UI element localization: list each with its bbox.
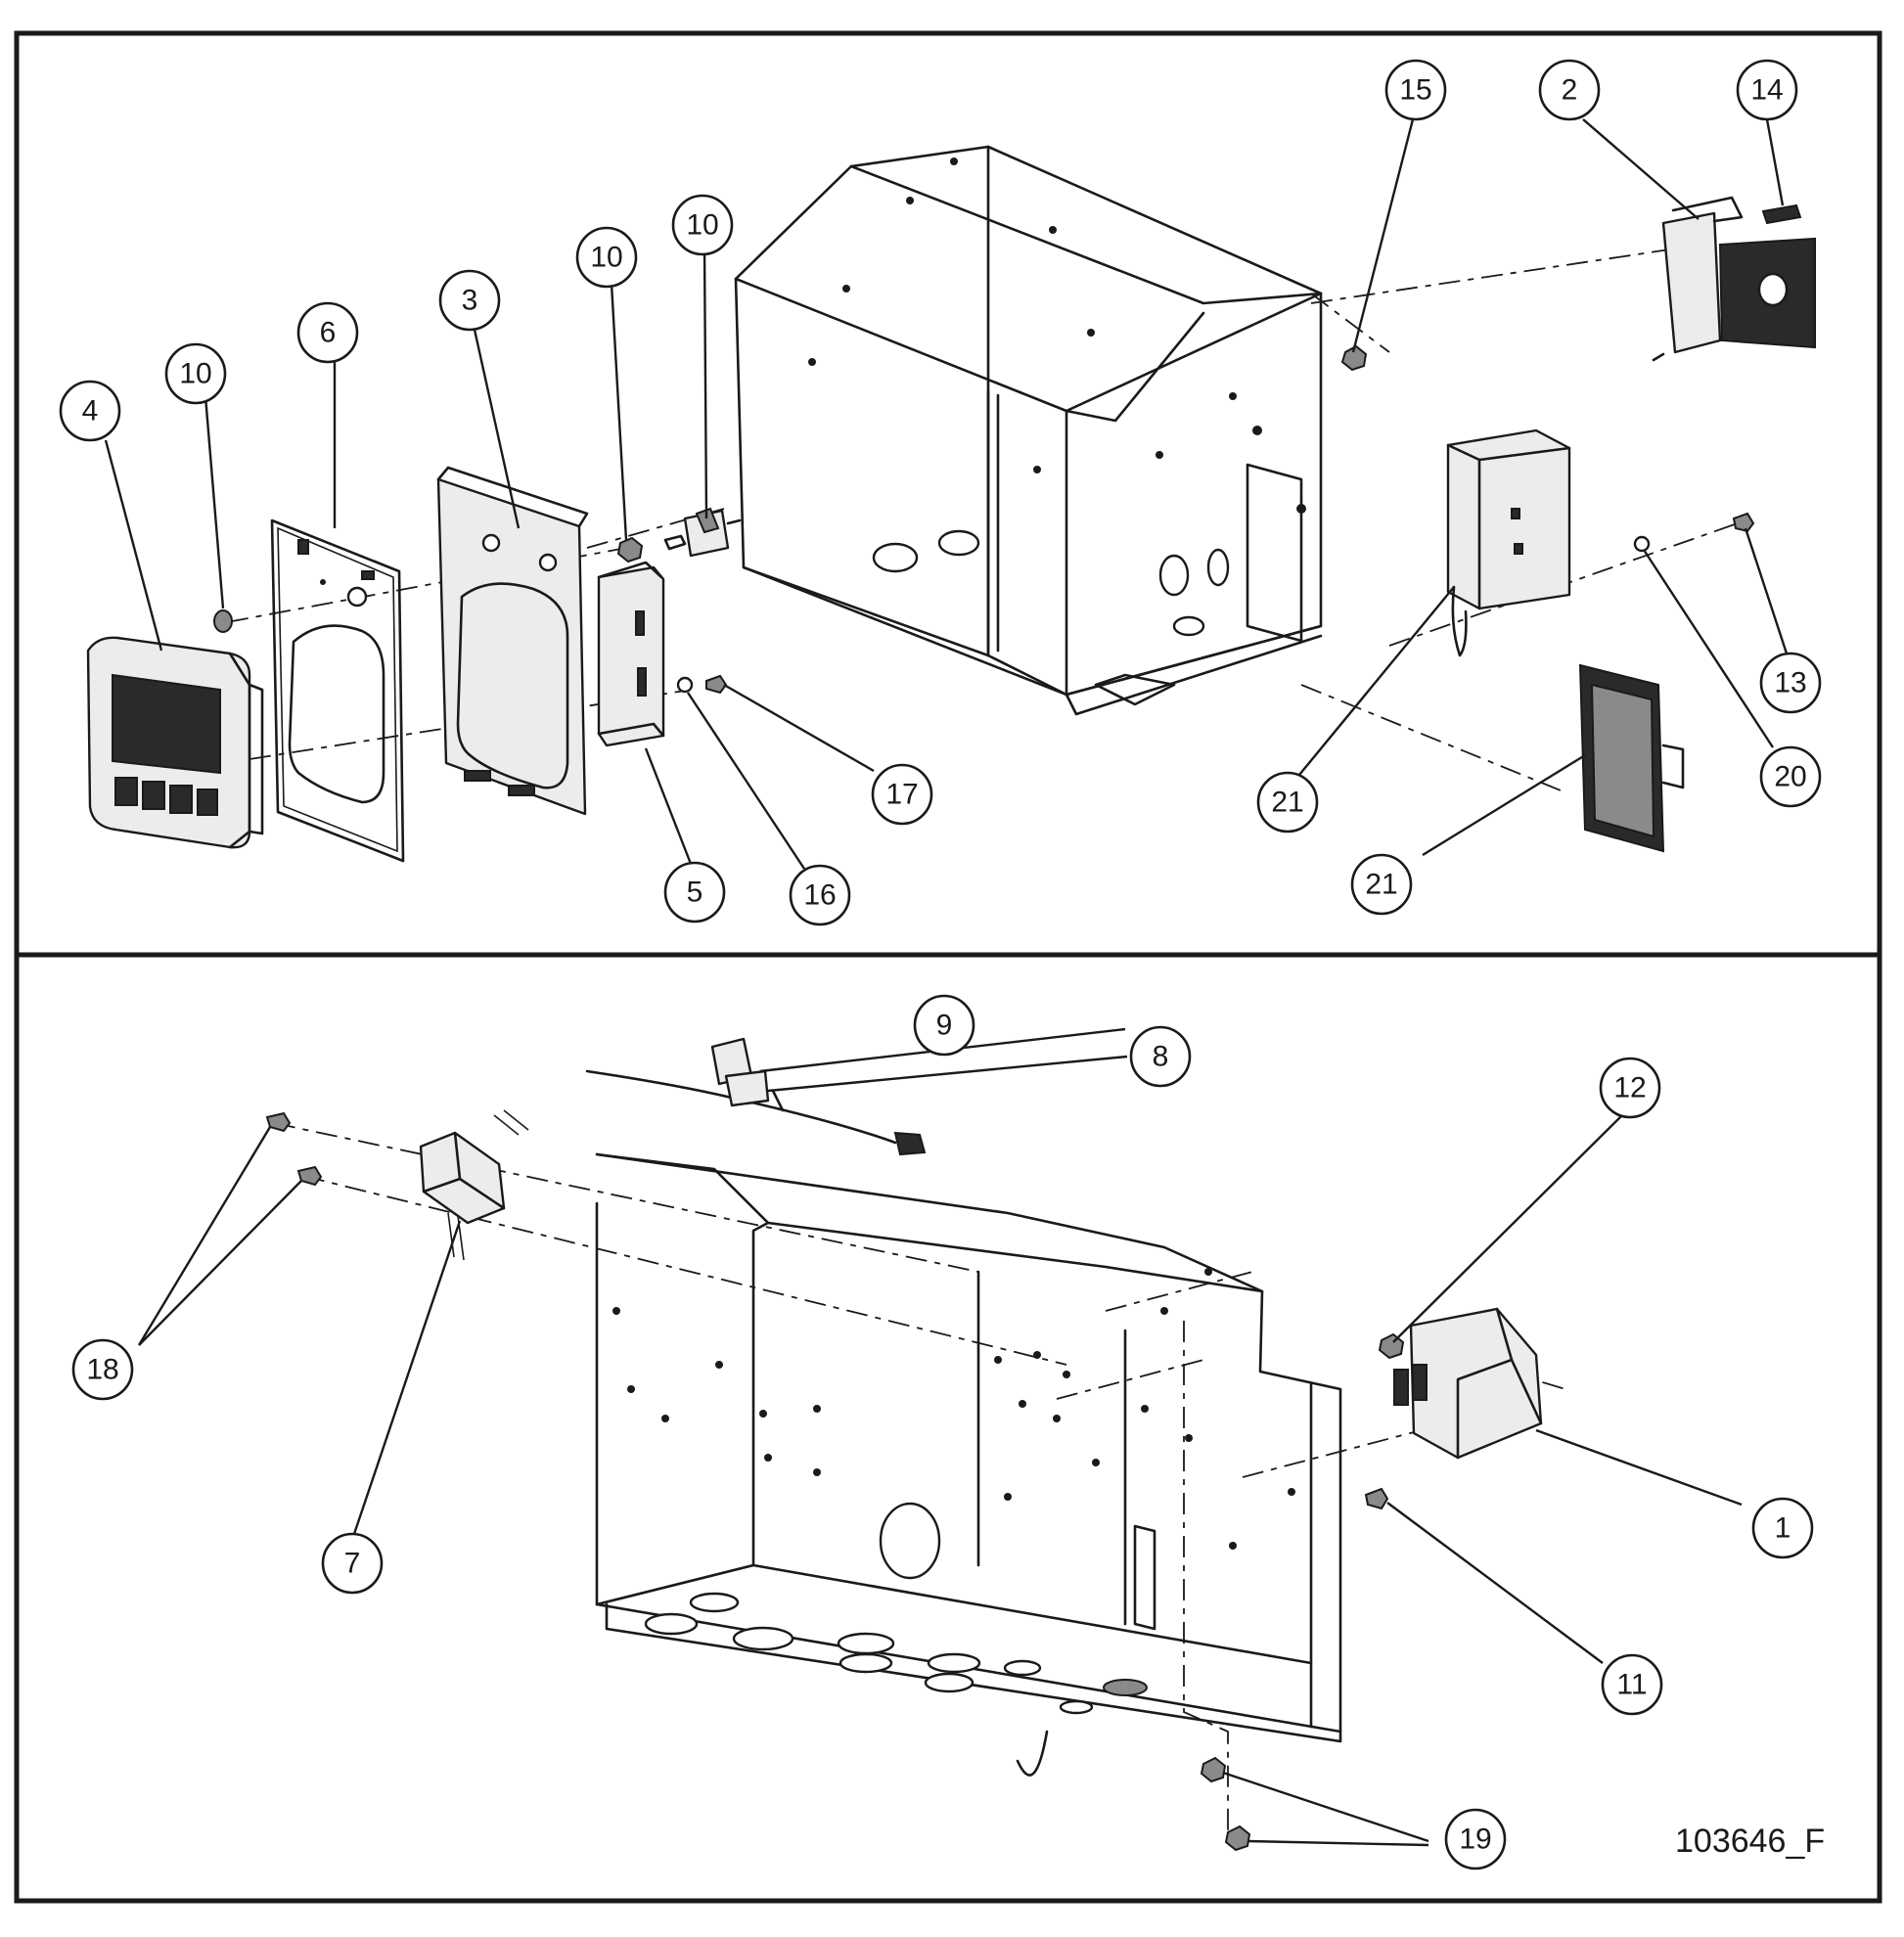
rotary-switch-part (1652, 196, 1816, 362)
callout-label: 11 (1616, 1669, 1647, 1701)
callout-label: 10 (179, 358, 211, 390)
callout-18: 18 (71, 1338, 134, 1401)
callout-15: 15 (1384, 59, 1447, 121)
callout-label: 8 (1153, 1041, 1169, 1073)
gasket-part (270, 518, 405, 863)
document-number: 103646_F (1675, 1823, 1825, 1860)
screw-part-14 (1761, 203, 1802, 225)
display-controller-part (86, 636, 264, 849)
screw-part-11 (1364, 1487, 1389, 1510)
nut-part-19a (1200, 1756, 1227, 1783)
bottom-enclosure-box (595, 1152, 1342, 1777)
callout-label: 2 (1562, 74, 1578, 107)
callout-21a: 21 (1256, 771, 1319, 833)
top-enclosure-box (734, 145, 1323, 716)
callout-label: 10 (686, 209, 718, 242)
callout-label: 10 (590, 242, 622, 274)
nut-part-15 (1340, 344, 1368, 372)
callout-label: 21 (1271, 787, 1303, 819)
callout-14: 14 (1736, 59, 1798, 121)
callout-5: 5 (663, 861, 726, 923)
screw-part-13 (1732, 512, 1755, 533)
callout-label: 7 (344, 1548, 361, 1580)
callout-16: 16 (789, 864, 851, 926)
bottom-assembly-lines (273, 1122, 1566, 1849)
callout-10b: 10 (575, 226, 638, 289)
callout-label: 15 (1399, 74, 1431, 107)
callout-label: 12 (1613, 1072, 1646, 1104)
washer-part-20 (1633, 535, 1651, 553)
callout-9: 9 (913, 994, 975, 1057)
callout-label: 4 (82, 395, 99, 428)
relay-box-part (1446, 428, 1571, 657)
screw-part-18a (265, 1111, 292, 1133)
nut-part-19b (1224, 1824, 1251, 1852)
bezel-plate-part (436, 466, 589, 816)
switch-part-1 (1393, 1307, 1543, 1460)
callout-label: 6 (320, 317, 337, 349)
callout-label: 1 (1775, 1512, 1791, 1545)
mounting-bracket-part (597, 561, 665, 747)
callout-17: 17 (871, 763, 933, 826)
callout-7: 7 (321, 1532, 384, 1595)
callout-label: 21 (1365, 869, 1397, 901)
screw-part-17 (705, 674, 728, 695)
callout-label: 5 (687, 877, 703, 909)
callout-label: 9 (936, 1010, 953, 1042)
sensor-wire-part (585, 1037, 927, 1156)
callout-2: 2 (1538, 59, 1601, 121)
relay-part-7 (419, 1109, 529, 1261)
callout-label: 20 (1774, 761, 1806, 793)
terminal-block-part (1578, 663, 1685, 853)
callout-19: 19 (1444, 1808, 1507, 1870)
callout-1: 1 (1751, 1497, 1814, 1559)
nut-part-12 (1378, 1332, 1405, 1360)
washer-part-16 (676, 676, 694, 694)
callout-20: 20 (1759, 745, 1822, 808)
callout-21b: 21 (1350, 853, 1413, 916)
callout-label: 13 (1774, 667, 1806, 699)
callout-3: 3 (438, 269, 501, 332)
callout-11: 11 (1601, 1653, 1663, 1716)
callout-label: 19 (1459, 1824, 1491, 1856)
callout-label: 17 (885, 779, 918, 811)
callout-label: 18 (86, 1354, 118, 1386)
callout-10c: 10 (671, 194, 734, 256)
washer-part-10a (213, 609, 233, 633)
callout-8: 8 (1129, 1025, 1192, 1088)
callout-6: 6 (296, 301, 359, 364)
callout-10a: 10 (164, 342, 227, 405)
callout-4: 4 (59, 380, 121, 442)
leader-lines (104, 118, 1789, 1847)
callout-12: 12 (1599, 1057, 1661, 1119)
callout-13: 13 (1759, 652, 1822, 714)
callout-label: 14 (1750, 74, 1783, 107)
nut-part-10b (616, 536, 644, 563)
callout-label: 3 (462, 285, 478, 317)
bottom-panel-frame (14, 952, 1882, 1904)
toggle-switch-part (663, 507, 742, 558)
screw-part-18b (296, 1165, 323, 1187)
callout-label: 16 (803, 879, 836, 912)
